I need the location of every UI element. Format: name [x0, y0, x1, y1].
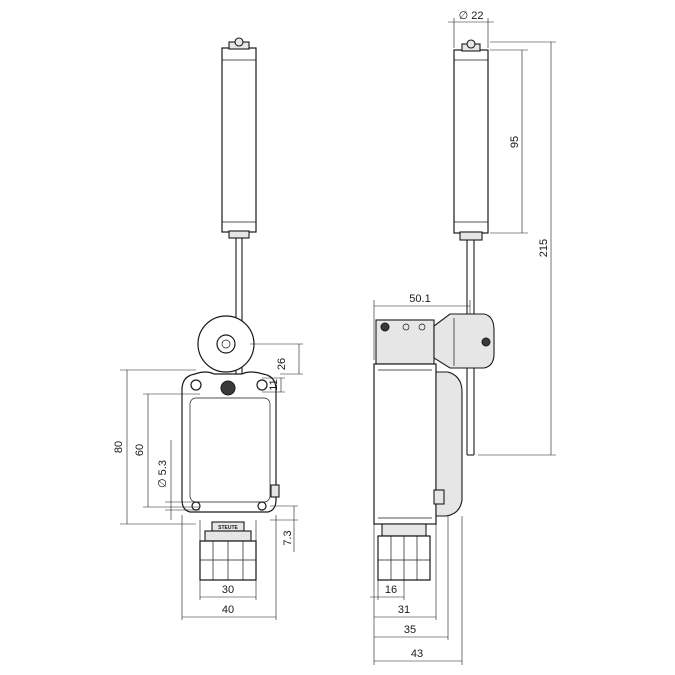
- side-view: ∅ 22 95 215 50.1 16 31 35 43: [370, 10, 556, 665]
- side-actuator-head: [375, 313, 495, 369]
- side-cable-gland: [377, 523, 431, 581]
- front-cable-gland: [199, 530, 257, 581]
- dim-roller-diameter: ∅ 22: [459, 10, 484, 22]
- dim-body-width: 40: [222, 604, 234, 616]
- dim-gland-width: 16: [385, 584, 397, 596]
- dim-hole-diameter: ∅ 5.3: [157, 460, 169, 488]
- dim-total-length: 215: [538, 239, 550, 257]
- front-dimensions: [120, 343, 303, 620]
- dim-mount-spacing: 60: [134, 444, 146, 456]
- side-switch-body: [373, 363, 463, 525]
- front-switch-body: [181, 371, 280, 513]
- front-view: STEUTE: [113, 37, 303, 620]
- dim-gland-offset: 7.3: [282, 530, 294, 545]
- side-roller: [453, 39, 489, 241]
- dim-depth-31: 31: [398, 604, 410, 616]
- dim-hole-height: 11: [268, 379, 280, 390]
- brand-label: STEUTE: [218, 525, 238, 531]
- front-brand-plate: STEUTE: [211, 521, 245, 532]
- dim-overall-height: 80: [113, 441, 125, 453]
- dim-mount-width: 30: [222, 584, 234, 596]
- dim-depth-43: 43: [411, 648, 423, 660]
- side-dimensions: [370, 18, 556, 665]
- dim-lever-reach: 50.1: [409, 293, 430, 305]
- dim-roller-length: 95: [509, 136, 521, 148]
- front-roller: [221, 37, 257, 239]
- dim-lever-offset: 26: [276, 358, 288, 370]
- front-actuator-head: [197, 315, 255, 373]
- dim-depth-35: 35: [404, 624, 416, 636]
